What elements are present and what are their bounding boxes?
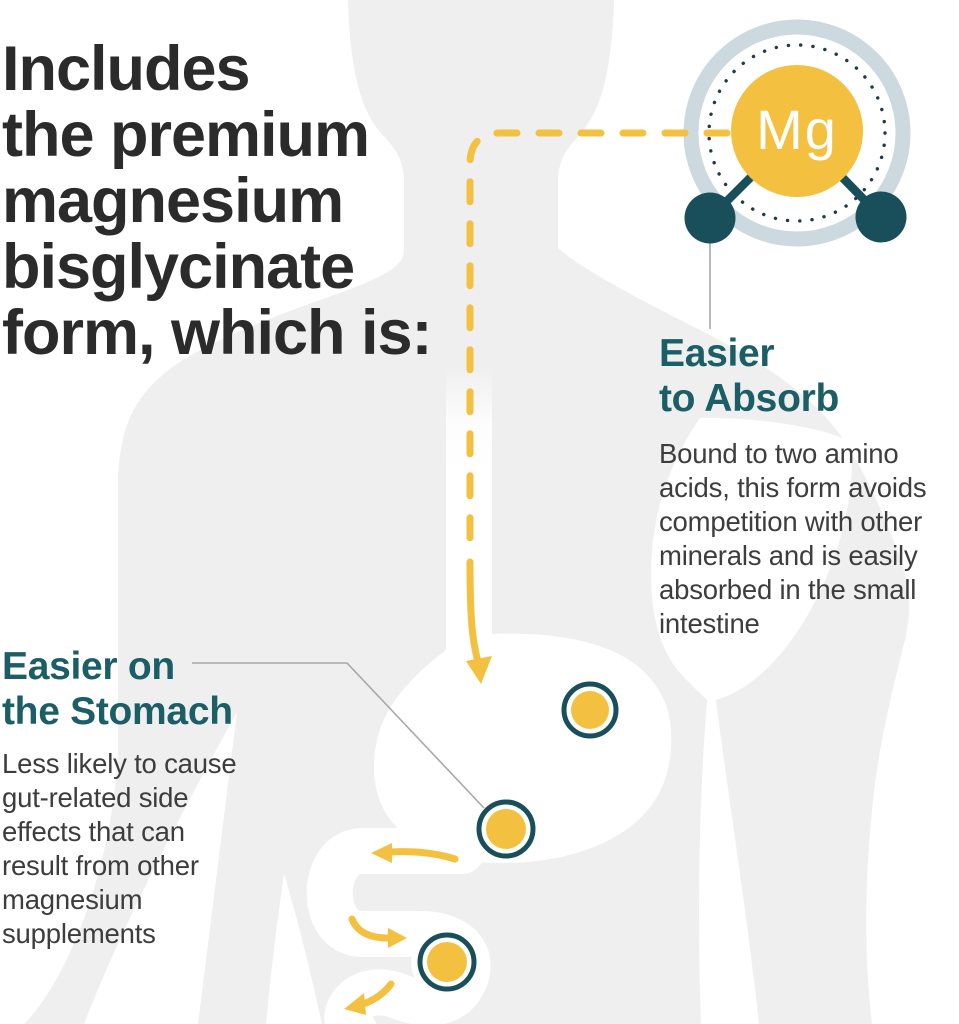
mg-molecule-icon	[683, 19, 911, 247]
stomach-shape	[373, 598, 672, 863]
flow-arrow-down-icon	[466, 656, 492, 684]
dashed-flow-path	[466, 129, 731, 560]
molecule-dotted-ring	[707, 43, 887, 223]
magnesium-particle-icon	[476, 799, 536, 859]
left-torso-gap	[266, 874, 322, 1024]
flow-arrow-left-icon	[371, 843, 392, 863]
glycine-atom-right	[855, 191, 907, 243]
flow-arrow-right-icon	[388, 928, 407, 948]
flow-arrow-down-line	[466, 558, 483, 669]
magnesium-core	[731, 65, 863, 197]
stomach-connector-line	[192, 662, 485, 809]
flow-arrow-right-line	[348, 915, 392, 942]
section-title-easier-to-absorb: Easier to Absorb	[659, 332, 839, 420]
section-body-easier-to-absorb: Bound to two amino acids, this form avoi…	[659, 438, 927, 639]
flow-arrow-down-left-line	[359, 980, 395, 1008]
glycine-atom-left	[684, 192, 736, 244]
section-title-easier-on-stomach: Easier on the Stomach	[2, 645, 233, 733]
magnesium-particle-icon	[417, 932, 477, 992]
particle-core	[571, 691, 609, 729]
page-title: Includes the premium magnesium bisglycin…	[2, 34, 433, 368]
section-body-easier-on-stomach: Less likely to cause gut-related side ef…	[2, 748, 237, 949]
particle-core	[486, 809, 526, 849]
particle-core	[427, 942, 467, 982]
magnesium-particle-icon	[561, 681, 619, 739]
flow-arrow-left-line	[386, 848, 459, 863]
left-arm-gap	[84, 712, 237, 1024]
right-arm-gap	[651, 417, 853, 1024]
flow-arrow-down-left-icon	[344, 993, 366, 1015]
mg-symbol-label: Mg	[756, 98, 838, 161]
